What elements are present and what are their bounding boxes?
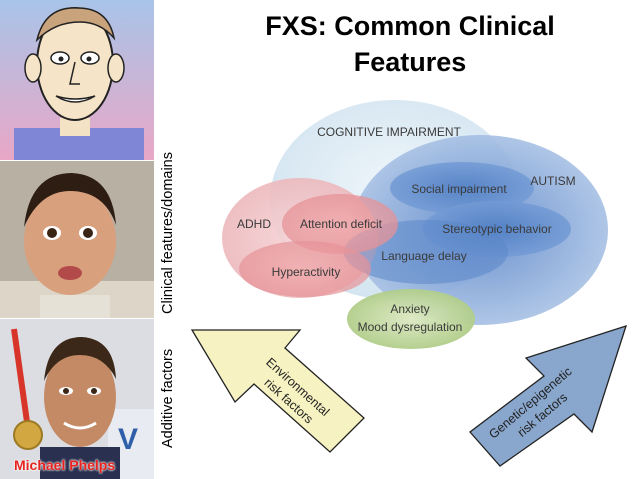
photo-caption: Michael Phelps <box>14 457 116 473</box>
anxiety-mood-region <box>347 289 475 349</box>
stereotypic-behavior-label: Stereotypic behavior <box>442 222 551 236</box>
adhd-label: ADHD <box>237 217 271 231</box>
swimmer-portrait-image: V Michael Phelps <box>0 319 154 479</box>
social-impairment-label: Social impairment <box>411 182 507 196</box>
slide-title: FXS: Common Clinical Features <box>200 8 620 80</box>
hyperactivity-label: Hyperactivity <box>272 265 341 279</box>
photo-column: V Michael Phelps <box>0 0 154 479</box>
cognitive-impairment-label: COGNITIVE IMPAIRMENT <box>317 125 461 139</box>
mood-dysregulation-label: Mood dysregulation <box>358 320 463 334</box>
language-delay-label: Language delay <box>381 249 466 263</box>
attention-deficit-region <box>282 194 398 254</box>
environmental-arrow: Environmental risk factors <box>190 329 365 453</box>
hyperactivity-region <box>239 241 371 297</box>
anxiety-label: Anxiety <box>390 302 429 316</box>
social-impairment-region <box>390 162 534 214</box>
cartoon-portrait-image <box>0 0 154 160</box>
autism-label: AUTISM <box>530 174 575 188</box>
child-portrait-image <box>0 161 154 318</box>
title-line-1: FXS: Common Clinical <box>265 11 555 41</box>
attention-deficit-label: Attention deficit <box>300 217 383 231</box>
svg-text:V: V <box>118 423 138 456</box>
title-line-2: Features <box>353 47 467 77</box>
genetic-arrow: Genetic/epigenetic risk factors <box>469 324 628 467</box>
